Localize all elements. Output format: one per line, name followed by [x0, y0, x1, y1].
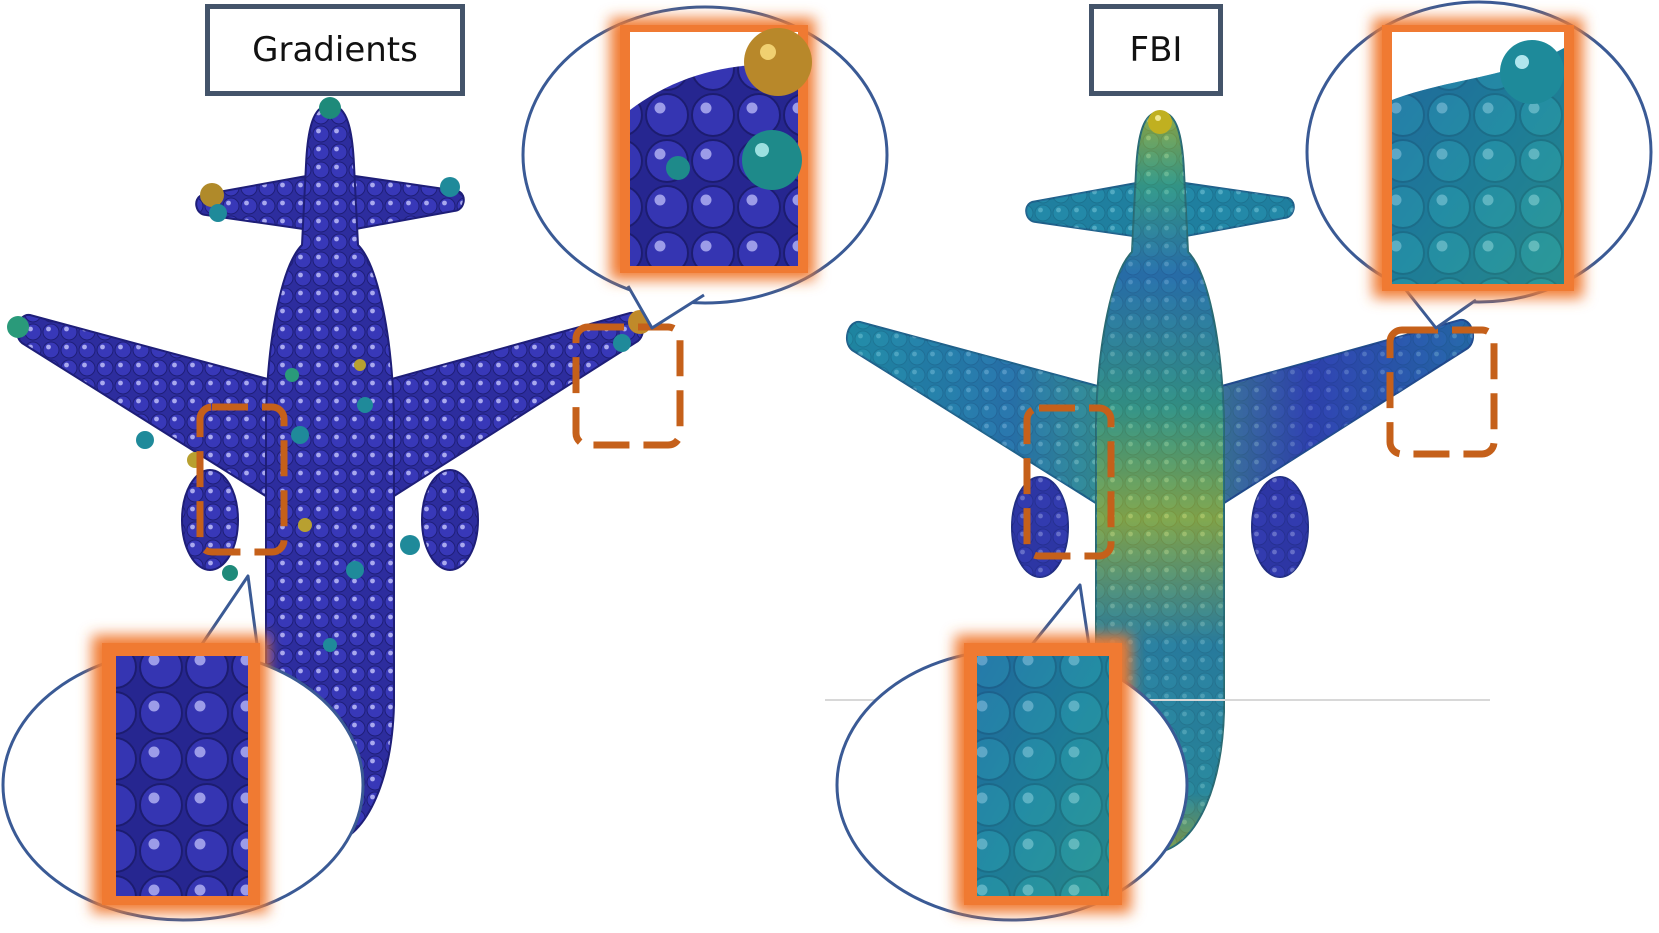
airplane-fbi [845, 110, 1475, 853]
title-fbi: FBI [1089, 4, 1223, 96]
highlight-box-gradients-wing-tip [572, 323, 684, 449]
title-fbi-text: FBI [1129, 30, 1183, 70]
zoom-callout-fbi-engine [835, 583, 1189, 922]
title-gradients: Gradients [205, 4, 465, 96]
zoom-callout-gradients-engine [1, 574, 365, 922]
highlight-box-gradients-engine [196, 403, 288, 556]
highlight-box-fbi-engine [1023, 404, 1115, 560]
zoom-callout-fbi-wing-tip [1305, 0, 1653, 330]
title-gradients-text: Gradients [252, 30, 418, 70]
zoom-callout-gradients-wing-tip [521, 5, 889, 330]
highlight-box-fbi-wing-tip [1386, 326, 1498, 458]
